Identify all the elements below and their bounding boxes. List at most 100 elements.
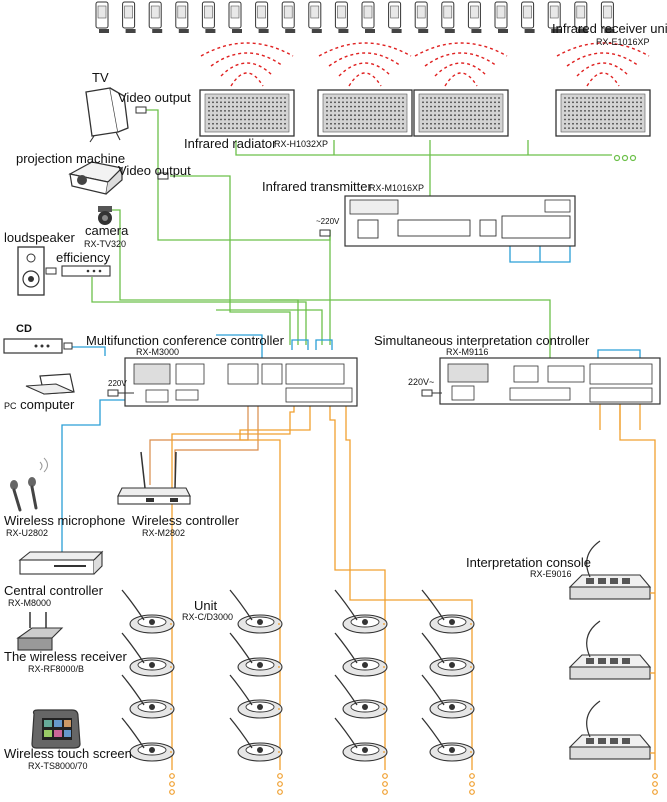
- pc-prefix: PC: [4, 401, 17, 411]
- infrared-receiver-icon: [175, 1, 189, 33]
- wireless-receiver-model-label: RX-RF8000/B: [28, 664, 85, 674]
- infrared-receiver-icon: [334, 1, 349, 33]
- cd-label: CD: [16, 323, 32, 335]
- wireless-microphone-icon: [10, 457, 48, 512]
- wireless-controller-icon: [117, 451, 191, 505]
- infrared-receiver-unit-label: Infrared receiver unit: [552, 21, 667, 36]
- efficiency-label: efficiency: [56, 250, 110, 265]
- conference-unit-icon: [334, 589, 388, 634]
- green-end-dots: [613, 154, 637, 162]
- loudspeaker-label: loudspeaker: [4, 230, 75, 245]
- simultaneous-controller: [439, 357, 661, 405]
- simultaneous-controller-model-label: RX-M9116: [446, 347, 489, 357]
- infrared-receiver-units: [95, 1, 615, 33]
- interpretation-console-icon: [568, 700, 655, 760]
- computer-word: computer: [20, 397, 75, 412]
- wireless-controller-model-label: RX-M2802: [142, 528, 186, 538]
- infrared-receiver-icon: [148, 1, 163, 33]
- blue-cables: [61, 232, 641, 560]
- central-controller-label: Central controller: [4, 583, 103, 598]
- infrared-receiver-icon: [521, 1, 535, 33]
- pc-computer-label: PC computer: [4, 398, 74, 411]
- infrared-receiver-icon: [414, 1, 429, 33]
- conference-unit-icon: [229, 632, 283, 677]
- infrared-receiver-icon: [228, 1, 242, 33]
- infrared-receiver-icon: [467, 1, 482, 33]
- delegate-units: [121, 589, 475, 762]
- wireless-receiver-label: The wireless receiver: [4, 649, 127, 664]
- infrared-radiator-model-label: RX-H1032XP: [274, 139, 329, 149]
- infrared-radiator-icon: [317, 89, 413, 137]
- infrared-receiver-icon: [308, 1, 322, 33]
- projector-icon: [68, 161, 169, 195]
- interpretation-console-icon: [568, 540, 655, 600]
- wireless-controller-label: Wireless controller: [132, 513, 239, 528]
- multifunction-controller-label: Multifunction conference controller: [86, 333, 284, 348]
- camera-label: camera: [85, 223, 129, 238]
- conference-unit-icon: [334, 674, 388, 719]
- interpretation-console-label: Interpretation console: [466, 555, 592, 570]
- wireless-touch-screen-model-label: RX-TS8000/70: [28, 761, 88, 771]
- simultaneous-controller-label: Simultaneous interpretation controller: [374, 333, 590, 348]
- power-220v-label-c: 220V~: [408, 377, 435, 387]
- conference-unit-icon: [229, 674, 283, 719]
- unit-model-label: RX-C/D3000: [182, 612, 234, 622]
- infrared-receiver-icon: [281, 1, 296, 33]
- infrared-receiver-icon: [547, 1, 562, 33]
- video-output-label-2: Video output: [118, 163, 191, 178]
- infrared-receiver-icon: [361, 1, 375, 33]
- wireless-touch-screen-label: Wireless touch screen: [4, 746, 132, 761]
- projection-machine-label: projection machine: [16, 151, 126, 166]
- central-controller-model-label: RX-M8000: [8, 598, 52, 608]
- conference-unit-icon: [334, 632, 388, 677]
- infrared-radiators: [199, 89, 651, 137]
- bus-end-dots: [169, 773, 658, 795]
- infrared-receiver-icon: [201, 1, 216, 33]
- central-controller-icon: [18, 550, 104, 575]
- conference-unit-icon: [421, 632, 475, 677]
- infrared-receiver-icon: [574, 1, 588, 33]
- multifunction-controller-model-label: RX-M3000: [136, 347, 180, 357]
- infrared-transmitter-label: Infrared transmitter: [262, 179, 372, 194]
- interpretation-consoles: [568, 540, 655, 760]
- green-cables: [91, 109, 612, 365]
- infrared-radiator-icon: [555, 89, 651, 137]
- wireless-microphone-label: Wireless microphone: [4, 513, 126, 528]
- conference-unit-icon: [121, 674, 175, 719]
- camera-model-label: RX-TV320: [84, 239, 127, 249]
- infrared-receiver-icon: [122, 1, 136, 33]
- interpretation-console-model-label: RX-E9016: [530, 569, 572, 579]
- wireless-receiver-icon: [16, 612, 64, 651]
- conference-unit-icon: [421, 717, 475, 762]
- infrared-receiver-icon: [95, 1, 109, 33]
- infrared-receiver-icon: [388, 1, 402, 33]
- conference-unit-icon: [121, 589, 175, 634]
- video-output-label-1: Video output: [118, 90, 191, 105]
- infrared-receiver-icon: [600, 1, 615, 33]
- touch-screen-icon: [31, 709, 81, 749]
- conference-unit-icon: [121, 717, 175, 762]
- power-220v-label-a: 220V: [108, 379, 127, 388]
- amplifier-icon: [45, 265, 111, 277]
- wireless-microphone-model-label: RX-U2802: [6, 528, 49, 538]
- power-plug-icon: [107, 229, 442, 397]
- laptop-icon: [25, 373, 75, 395]
- multifunction-controller: [124, 357, 358, 407]
- conference-unit-icon: [229, 589, 283, 634]
- infrared-receiver-icon: [255, 1, 269, 33]
- conference-unit-icon: [421, 589, 475, 634]
- infrared-radiator-label: Infrared radiator: [184, 136, 277, 151]
- camera-icon: [98, 206, 112, 225]
- infrared-transmitter-model-label: RX-M1016XP: [369, 183, 425, 193]
- interpretation-console-icon: [568, 620, 655, 680]
- infrared-transmitter: [344, 195, 576, 247]
- tv-label: TV: [92, 70, 109, 85]
- conference-unit-icon: [421, 674, 475, 719]
- unit-label: Unit: [194, 598, 218, 613]
- loudspeaker-icon: [17, 246, 45, 296]
- conference-unit-icon: [229, 717, 283, 762]
- infrared-receiver-icon: [441, 1, 455, 33]
- conference-unit-icon: [121, 632, 175, 677]
- infrared-waves: [200, 42, 650, 87]
